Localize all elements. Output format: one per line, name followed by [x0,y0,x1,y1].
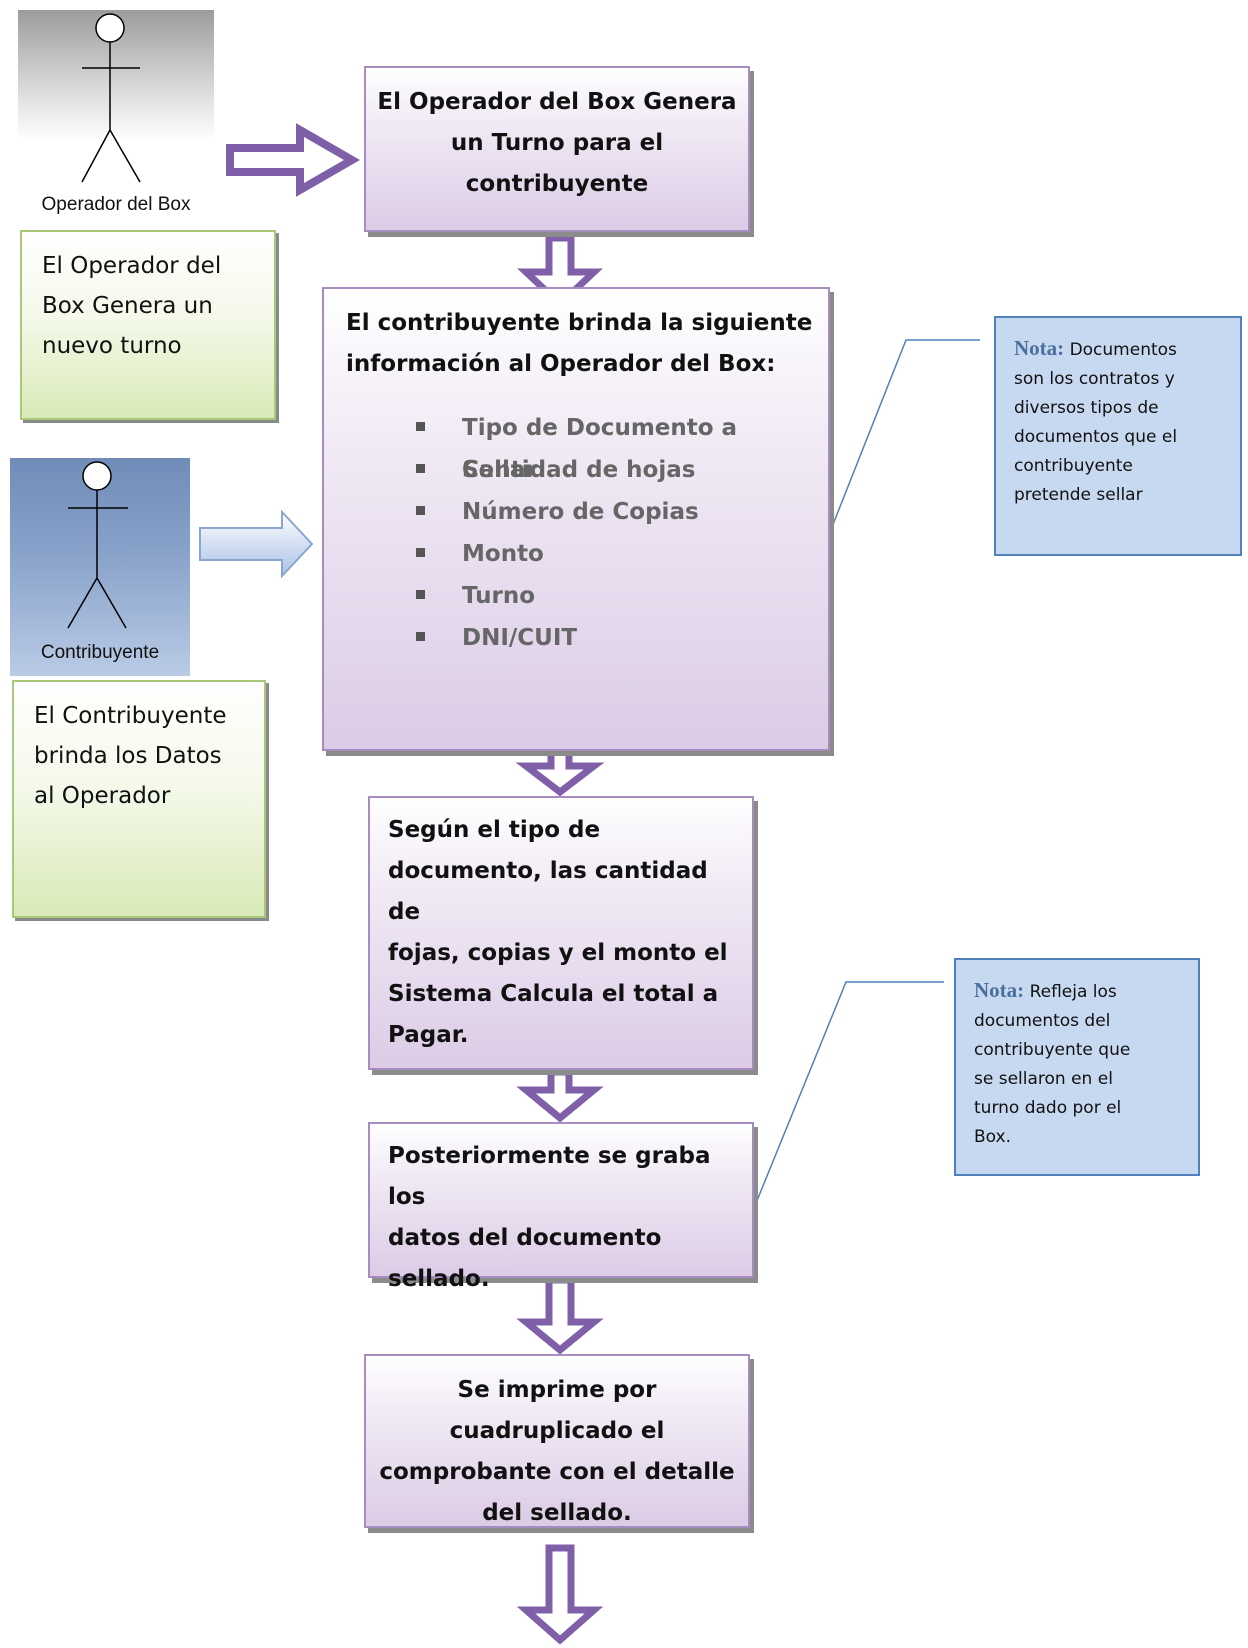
bullet-icon [416,590,425,599]
list-item-text: Monto [462,541,544,567]
step-line: cuadruplicado el [449,1418,665,1444]
process-step-3: Según el tipo de documento, las cantidad… [368,796,754,1070]
list-item-text: Tipo de Documento a Sellar [462,415,738,483]
list-item: DNI/CUIT [416,617,814,659]
step-line: Sistema Calcula el total a [388,981,719,1007]
step-line: Posteriormente se graba los [388,1143,711,1210]
right-arrow-icon [199,509,314,579]
step-line: contribuyente [465,171,649,197]
step-line: Se imprime por [457,1377,657,1403]
down-arrow-icon [516,1276,604,1355]
process-step-4: Posteriormente se graba los datos del do… [368,1122,754,1292]
bullet-icon [416,632,425,641]
note-line: contribuyente que [974,1040,1131,1060]
note-line: Documentos [1069,340,1177,360]
stick-figure-icon [67,461,128,629]
step-line: del sellado. [482,1500,632,1526]
note-line: Refleja los [1029,982,1117,1002]
stick-figure-icon [81,13,141,183]
step-title-line: El contribuyente brinda la siguiente [346,310,813,336]
list-item: Turno [416,575,814,617]
step-line: Pagar. [388,1022,469,1048]
process-step-2: El contribuyente brinda la siguiente inf… [322,287,830,751]
note-line: al Operador [34,783,171,809]
note-line: turno dado por el [974,1098,1122,1118]
step-line: datos del documento [388,1225,662,1251]
bullet-icon [416,464,425,473]
note-operador: El Operador del Box Genera un nuevo turn… [20,230,276,420]
bullet-icon [416,506,425,515]
note-line: se sellaron en el [974,1069,1113,1089]
note-line: pretende sellar [1014,485,1143,505]
step-line: un Turno para el [450,130,664,156]
process-step-5: Se imprime por cuadruplicado el comproba… [364,1354,750,1528]
note-line: documentos del [974,1011,1111,1031]
down-arrow-icon [515,748,605,797]
bullet-icon [416,422,425,431]
info-list: Tipo de Documento a Sellar Cantidad de h… [346,407,814,659]
note-line: son los contratos y [1014,369,1175,389]
note-line: contribuyente [1014,456,1133,476]
note-label: Nota: [974,978,1025,1002]
actor-operador: Operador del Box [18,10,214,228]
note-line: Box. [974,1127,1012,1147]
side-note-documentos: Nota: Documentos son los contratos y div… [994,316,1242,556]
bullet-icon [416,548,425,557]
down-arrow-icon [516,1544,604,1645]
actor-label-contribuyente: Contribuyente [40,642,160,663]
list-item-text: Número de Copias [462,499,699,525]
list-item: Número de Copias [416,491,814,533]
note-line: El Operador del [42,253,222,279]
list-item-text: Cantidad de hojas [462,457,696,483]
step-line: documento, las cantidad de [388,858,708,925]
right-arrow-icon [226,123,361,197]
process-step-1: El Operador del Box Genera un Turno para… [364,66,750,232]
note-line: El Contribuyente [34,703,227,729]
note-line: documentos que el [1014,427,1178,447]
callout-line [753,981,944,1209]
actor-label-operador: Operador del Box [41,194,191,215]
down-arrow-icon [516,1068,604,1123]
step-line: sellado. [388,1266,490,1292]
note-line: nuevo turno [42,333,182,359]
callout-line [829,339,980,533]
step-line: El Operador del Box Genera [377,89,737,115]
note-line: Box Genera un [42,293,213,319]
step-line: fojas, copias y el monto el [388,940,728,966]
actor-contribuyente: Contribuyente [10,458,190,676]
list-item: Cantidad de hojas [416,449,814,491]
list-item: Monto [416,533,814,575]
step-title-line: información al Operador del Box: [346,351,776,377]
list-item-text: Turno [462,583,536,609]
side-note-refleja: Nota: Refleja los documentos del contrib… [954,958,1200,1176]
list-item-text: DNI/CUIT [462,625,578,651]
note-label: Nota: [1014,336,1065,360]
step-line: Según el tipo de [388,817,601,843]
list-item: Tipo de Documento a Sellar [416,407,814,483]
note-line: brinda los Datos [34,743,222,769]
step-line: comprobante con el detalle [379,1459,735,1485]
note-line: diversos tipos de [1014,398,1159,418]
note-contribuyente: El Contribuyente brinda los Datos al Ope… [12,680,266,918]
